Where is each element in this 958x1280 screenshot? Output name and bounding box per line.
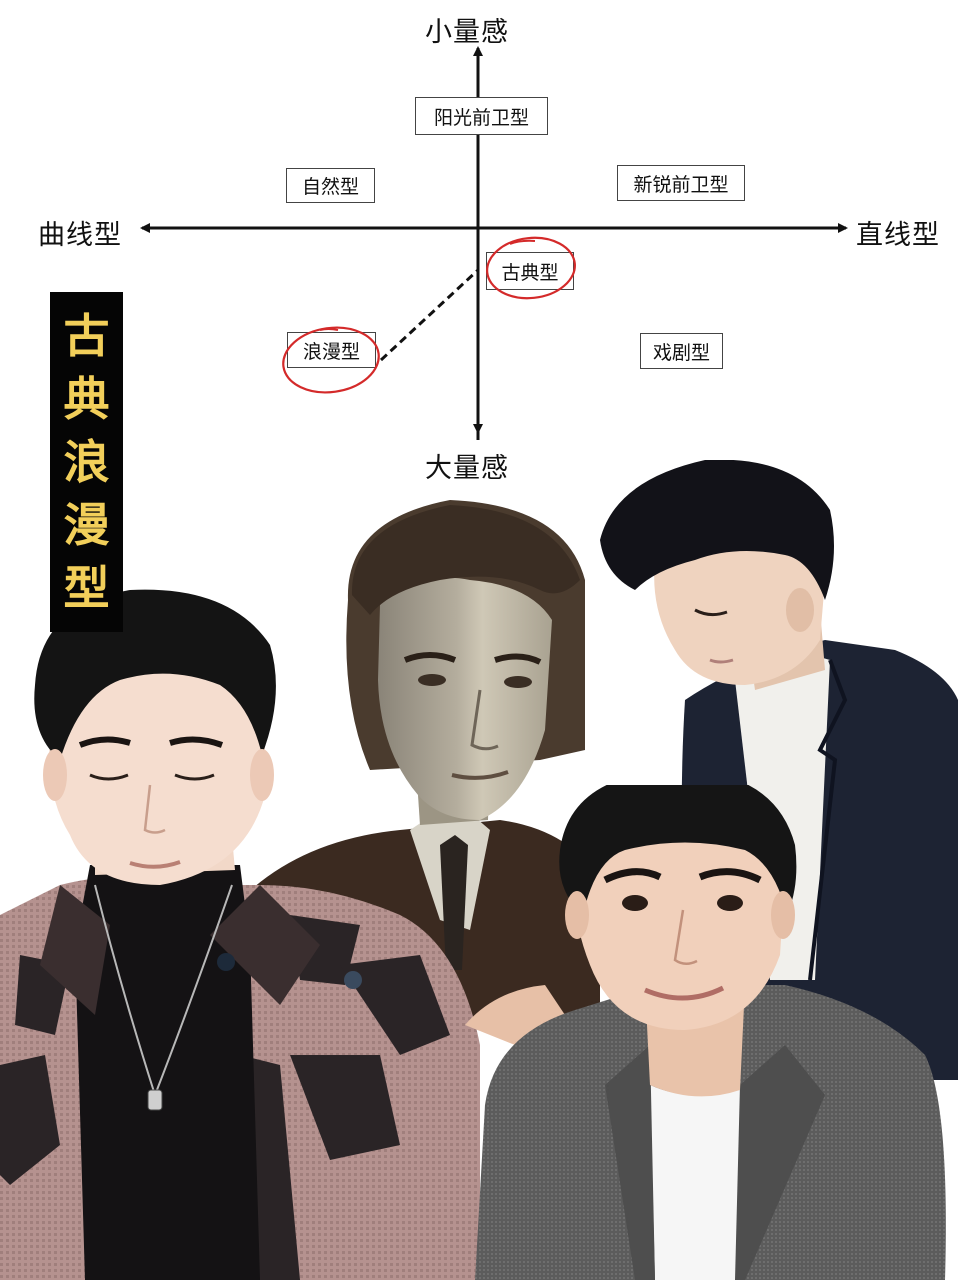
type-box-ziran: 自然型 (286, 168, 375, 203)
style-quadrant-diagram: 小量感 大量感 曲线型 直线型 阳光前卫型 自然型 新锐前卫型 古典型 浪漫型 … (0, 0, 958, 500)
banner-char-4: 漫 (63, 498, 110, 553)
type-box-xiju: 戏剧型 (640, 333, 723, 369)
axis-label-bottom: 大量感 (425, 453, 509, 484)
banner-char-5: 型 (63, 561, 110, 616)
type-box-langman: 浪漫型 (287, 332, 376, 368)
photo-left (0, 585, 480, 1280)
banner-char-1: 古 (63, 308, 110, 363)
axis-label-left: 曲线型 (38, 220, 122, 251)
axis-label-top: 小量感 (425, 17, 509, 48)
banner-char-3: 浪 (63, 434, 110, 489)
type-box-yangguang: 阳光前卫型 (415, 97, 548, 135)
dashed-connector (379, 268, 480, 362)
type-box-xinrui: 新锐前卫型 (617, 165, 745, 201)
axis-label-right: 直线型 (856, 220, 940, 251)
axes-graphic (140, 46, 848, 440)
style-title-banner: 古 典 浪 漫 型 (50, 292, 123, 632)
photo-right-bottom (455, 785, 958, 1280)
banner-char-2: 典 (63, 371, 110, 426)
type-box-gudian: 古典型 (486, 252, 574, 290)
photo-collage (0, 460, 958, 1280)
